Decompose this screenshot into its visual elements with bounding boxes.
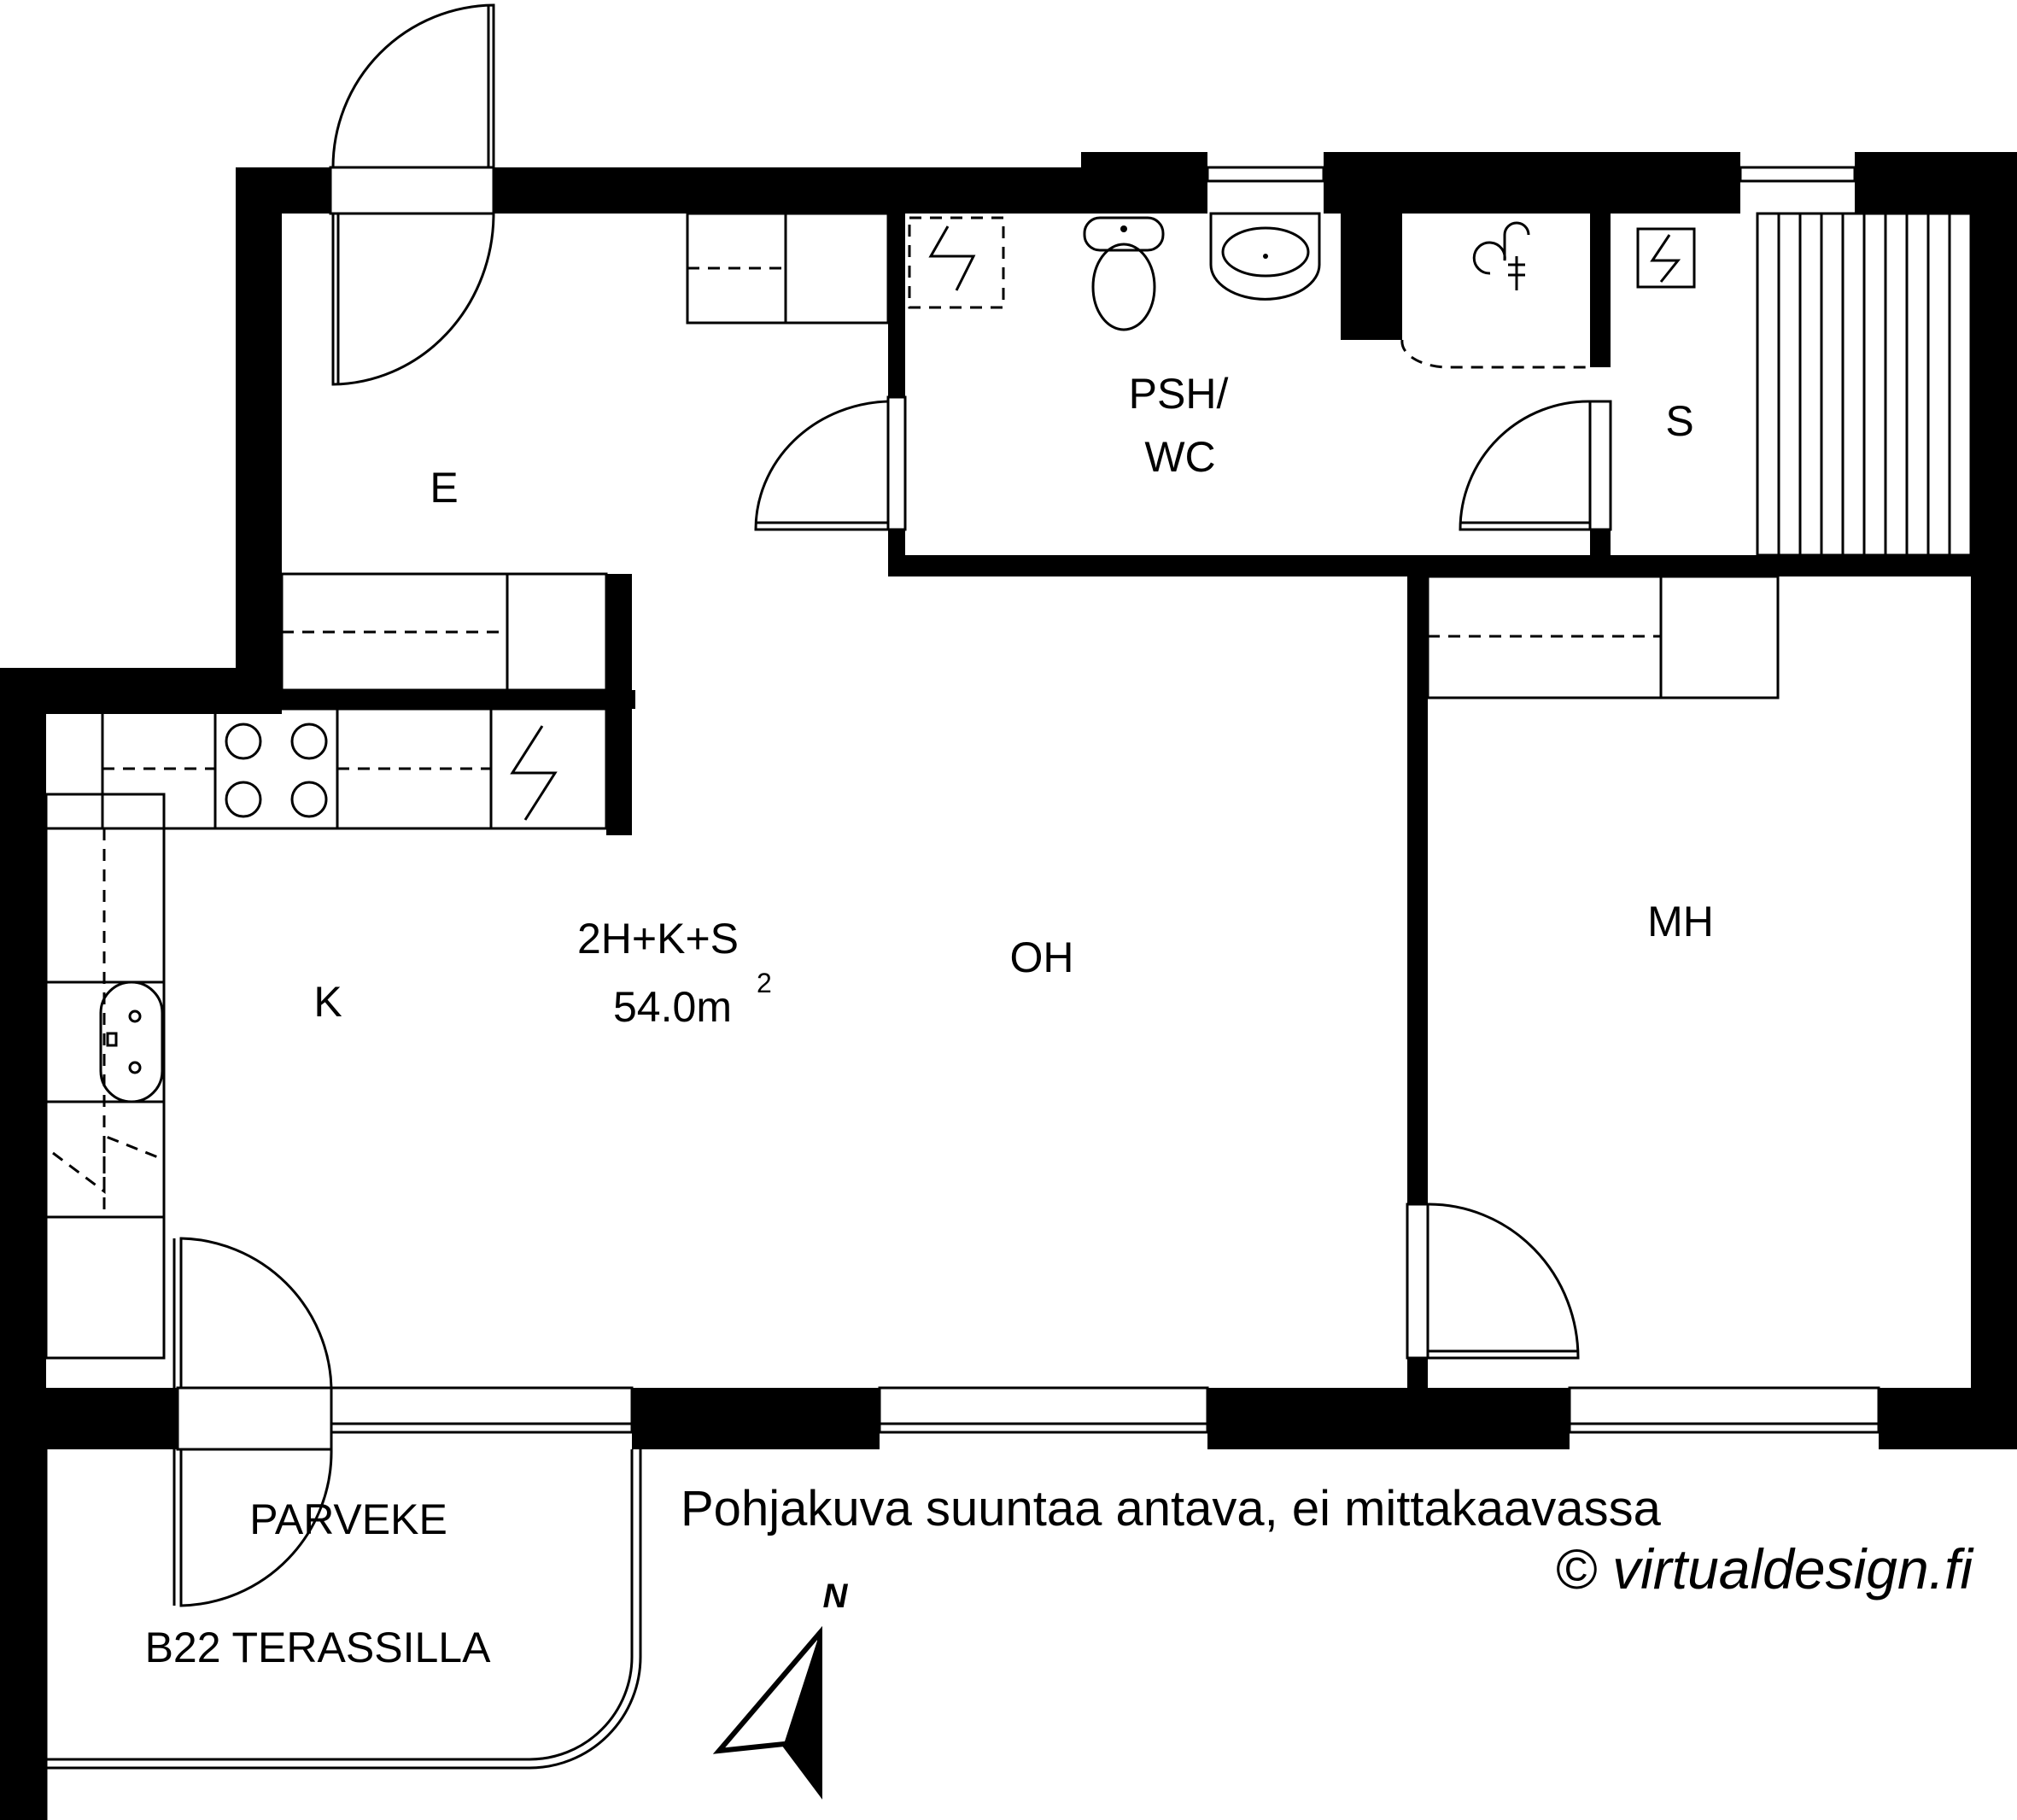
credit-text: © virtualdesign.fi (1555, 1537, 1974, 1601)
washbasin (1209, 212, 1321, 301)
room-label-living: OH (1010, 933, 1074, 981)
north-label: N (823, 1577, 849, 1615)
sauna-stove (1636, 227, 1696, 289)
stove-burner (225, 781, 262, 818)
room-label-balcony-sub: B22 TERASSILLA (145, 1624, 492, 1671)
stove-burner (290, 781, 328, 818)
room-label-bathroom-line1: PSH/ (1129, 370, 1229, 418)
stove-burner (290, 723, 328, 760)
front-door-swing-outer (331, 3, 495, 168)
north-arrow-icon: N (712, 1577, 849, 1800)
apartment-area: 54.0m (613, 983, 732, 1031)
shower-icon (1472, 221, 1530, 290)
apartment-area-unit: 2 (757, 968, 772, 998)
bedroom-wardrobe (1426, 575, 1780, 699)
toilet-tank (1083, 216, 1165, 252)
room-label-entrance: E (430, 464, 458, 512)
washing-machine (908, 216, 1005, 309)
sauna-fixtures (1636, 212, 1973, 557)
room-label-kitchen: K (313, 978, 342, 1026)
interior-walls (46, 214, 1971, 1401)
room-label-balcony: PARVEKE (249, 1495, 447, 1543)
windows (330, 166, 1880, 1434)
toilet-bowl (1091, 243, 1156, 331)
exterior-walls (0, 152, 2017, 1820)
room-label-bathroom-line2: WC (1144, 433, 1215, 481)
front-door-frame (329, 166, 495, 215)
bathroom-fixtures (908, 212, 1590, 369)
entrance-furniture (280, 212, 890, 692)
disclaimer-text: Pohjakuva suuntaa antava, ei mittakaavas… (681, 1481, 1662, 1536)
kitchen-sink (99, 980, 164, 1103)
fridge-electric-symbol (510, 725, 558, 821)
room-label-bedroom: MH (1647, 898, 1714, 945)
apartment-type: 2H+K+S (577, 915, 739, 963)
doors (172, 3, 1612, 1607)
kitchen-counters (44, 707, 608, 1360)
sauna-bench-slats (1777, 214, 1951, 555)
room-label-sauna: S (1665, 397, 1693, 445)
stove-burner (225, 723, 262, 760)
front-door-swing-inner (331, 213, 495, 386)
